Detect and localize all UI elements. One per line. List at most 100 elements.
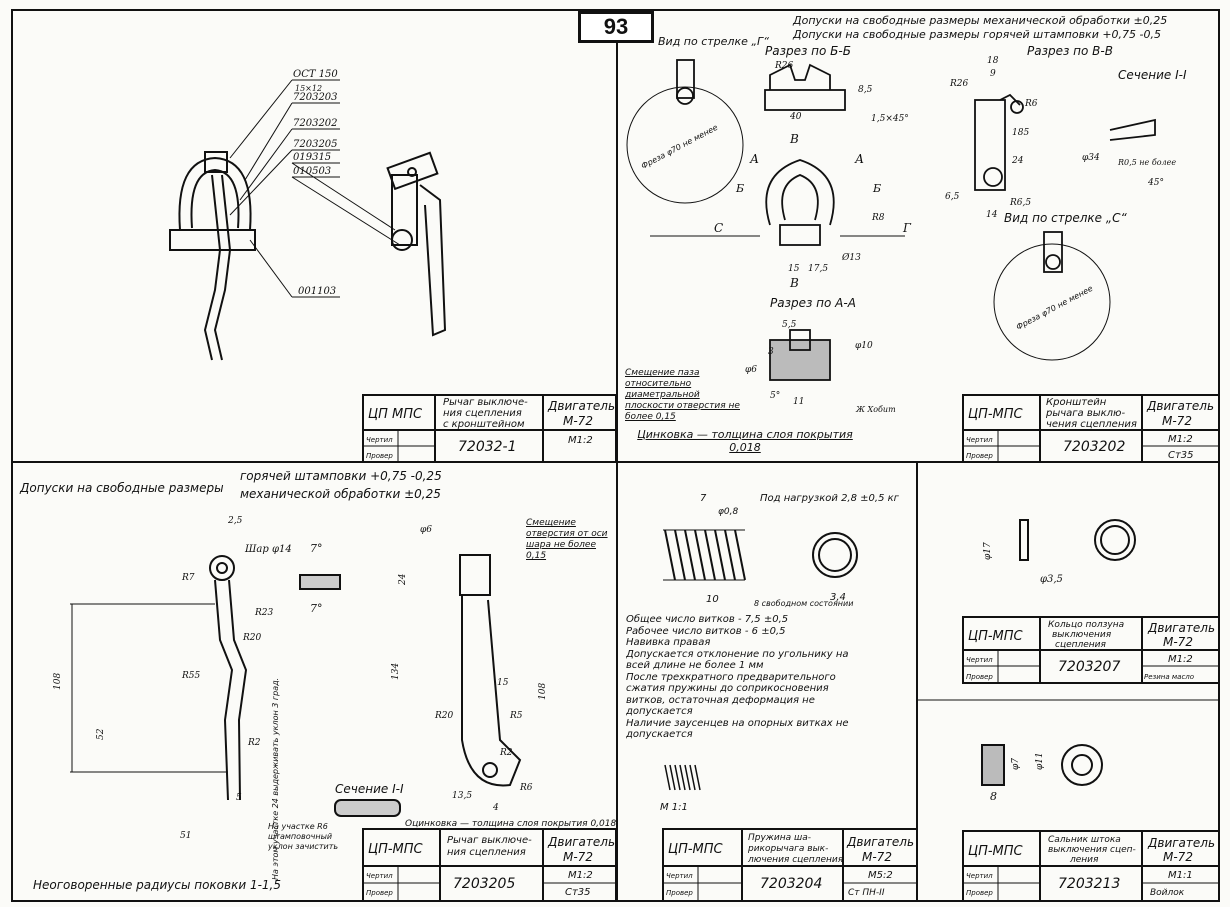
q2-dim-14: 14 [986,210,998,220]
q2-labels: А А Б Б В В С Г R26 40 8,5 1,5×45° 18 9 … [714,56,1176,414]
q4-dim-34: 3,4 [830,592,846,603]
q2-dim-45deg: 45° [1147,178,1164,188]
q3-tb-scale: М1:2 [568,870,593,881]
q2-label-b-right: Б [872,182,881,195]
q2-view-c: Вид по стрелке „С“ [1004,211,1127,225]
q4-tb-material: Ст ПН-II [848,888,885,898]
q2-label-c: С [714,221,723,235]
q3-tb-engine-1: Двигатель [547,835,615,849]
q1-tb-engine-2: М-72 [563,414,593,428]
q2-dim-15x45: 1,5×45° [871,114,909,124]
q2-offset-note: Смещение паза относительно диаметральной… [625,368,740,422]
q1-refs: ОСТ 150 15×12 7203203 7203202 7203205 01… [293,69,338,297]
q2-dim-24: 24 [1011,156,1024,166]
q2-dim-85: 8,5 [858,85,873,95]
q2-dim-15: 15 [788,264,800,274]
q3-dim-135: 13,5 [452,791,472,801]
q4-load: Под нагрузкой 2,8 ±0,5 кг [760,493,900,504]
q3-dim-108-b: 108 [538,683,548,700]
q4-notes-list: Общее число витков - 7,5 ±0,5 Рабочее чи… [626,614,871,741]
ref-7203205: 7203205 [293,139,338,150]
q1-tb-name-1: Рычаг выключе- [443,397,528,408]
q3-dim-108: 108 [53,673,63,690]
ring2-tb-engine-2: М-72 [1163,850,1193,864]
q3-section: Сечение I-I [335,782,404,796]
q1-tb-name-3: с кронштейном [443,419,525,430]
q2-tb-number: 7203202 [1063,439,1125,455]
ring2-tb-number: 7203213 [1058,876,1120,892]
q3-dim-7deg-b: 7° [310,602,323,615]
q3-dim-r2: R2 [247,738,261,748]
q2-tb-name-3: чения сцепления [1046,419,1137,430]
q3-side-note: На этом участке 24 выдерживать уклон 3 г… [271,678,280,880]
q4-dim-7: 7 [700,493,707,504]
q2-tb-org: ЦП-МПС [968,407,1024,422]
q3-tb-org: ЦП-МПС [368,842,424,857]
ring1-tb-org: ЦП-МПС [968,629,1024,644]
q4-dim-free: 8 свободном состоянии [754,599,853,608]
q4-dim-wire: φ0,8 [718,507,739,517]
ring-drawings [981,519,1136,786]
q3-dim-r55: R55 [181,671,201,681]
ref-019315: 019315 [293,152,331,163]
spring-drawing [663,529,858,791]
ring1-tb-engine-1: Двигатель [1147,621,1215,635]
q2-tb-material: Ст35 [1168,450,1194,461]
q3-mark-note: На участке R6 штамповочный уклон зачисти… [268,822,339,851]
q2-section-bb: Разрез по Б-Б [765,44,851,58]
q2-dim-175: 17,5 [808,264,828,274]
q4-tb-number: 7203204 [760,876,822,892]
q1-tb-drawn: Чертил [366,436,393,444]
bracket-drawings [626,59,1156,381]
q2-dim-40: 40 [789,112,802,122]
q4-note: Наличие заусенцев на опорных витках не д… [626,717,849,741]
q1-tb-scale: М1:2 [568,435,593,446]
q2-dim-o13: Ø13 [841,252,861,263]
q2-section-vv: Разрез по В-В [1027,44,1113,58]
q3-dim-25: 2,5 [227,516,243,526]
q2-mill-note: Фреза φ70 не менее [640,123,720,171]
q3-notes: Смещение отверстия от оси шара не более … [33,518,616,892]
q3-dim-r6: R6 [519,783,533,793]
ring1-tb-checked: Провер [966,673,993,681]
q2-zinc-note-box: Цинковка — толщина слоя покрытия 0,018 [637,428,853,454]
q1-tb-checked: Провер [366,452,393,460]
q3-dim-51: 51 [180,831,191,841]
ring1-tb-material: Резина масло [1144,673,1194,681]
q2-dim-18: 18 [987,56,999,66]
q3-offset-note-box: Смещение отверстия от оси шара не более … [526,518,608,561]
ref-7203202: 7203202 [293,118,338,129]
ring1-tb-drawn: Чертил [966,656,993,664]
q4-tb-name-1: Пружина ша- [748,833,811,843]
q3-dims: 2,5 R7 Шар φ14 7° 7° R23 R20 R55 108 52 … [53,516,548,841]
q4-tb-checked: Провер [666,889,693,897]
q2-dim-r05: R0,5 не более [1117,158,1176,167]
q2-title-block [962,394,1220,463]
lever-assembly-drawing [169,151,447,361]
q4-notes: Общее число витков - 7,5 ±0,5 Рабочее чи… [626,614,871,741]
q2-dim-phi34: φ34 [1082,153,1100,163]
q4-texts: Под нагрузкой 2,8 ±0,5 кг 7 φ0,8 10 8 св… [660,493,900,813]
q3-dim-7deg-a: 7° [310,542,323,555]
q3-dim-24: 24 [398,573,408,586]
q4-tb-name-3: лючения сцепления [747,855,844,865]
q5-dim-phi11: φ11 [1035,752,1045,770]
ref-ost: ОСТ 150 [293,69,338,80]
q4-tb-engine-2: М-72 [862,850,892,864]
q5-ring1-title-text: ЦП-МПС Кольцо ползуна выключения сцеплен… [966,620,1215,681]
q5-dim-phi7: φ7 [1011,758,1021,770]
ring2-tb-scale: М1:1 [1168,870,1193,881]
q1-tb-number: 72032-1 [458,439,517,455]
q2-dim-11: 11 [793,397,804,407]
q1-title-text: ЦП МПС Рычаг выключе- ния сцепления с кр… [366,397,615,460]
q4-tb-name-2: рикорычага вык- [747,844,828,854]
q1-tb-engine-1: Двигатель [547,399,615,413]
q1-tb-org: ЦП МПС [368,407,423,422]
ring2-tb-org: ЦП-МПС [968,844,1024,859]
q2-dim-5deg: 5° [770,391,780,401]
q2-tb-scale: М1:2 [1168,434,1193,445]
q5-dim-phi35: φ3,5 [1040,574,1063,585]
q4-title-text: ЦП-МПС Пружина ша- рикорычага вык- лючен… [666,833,914,898]
